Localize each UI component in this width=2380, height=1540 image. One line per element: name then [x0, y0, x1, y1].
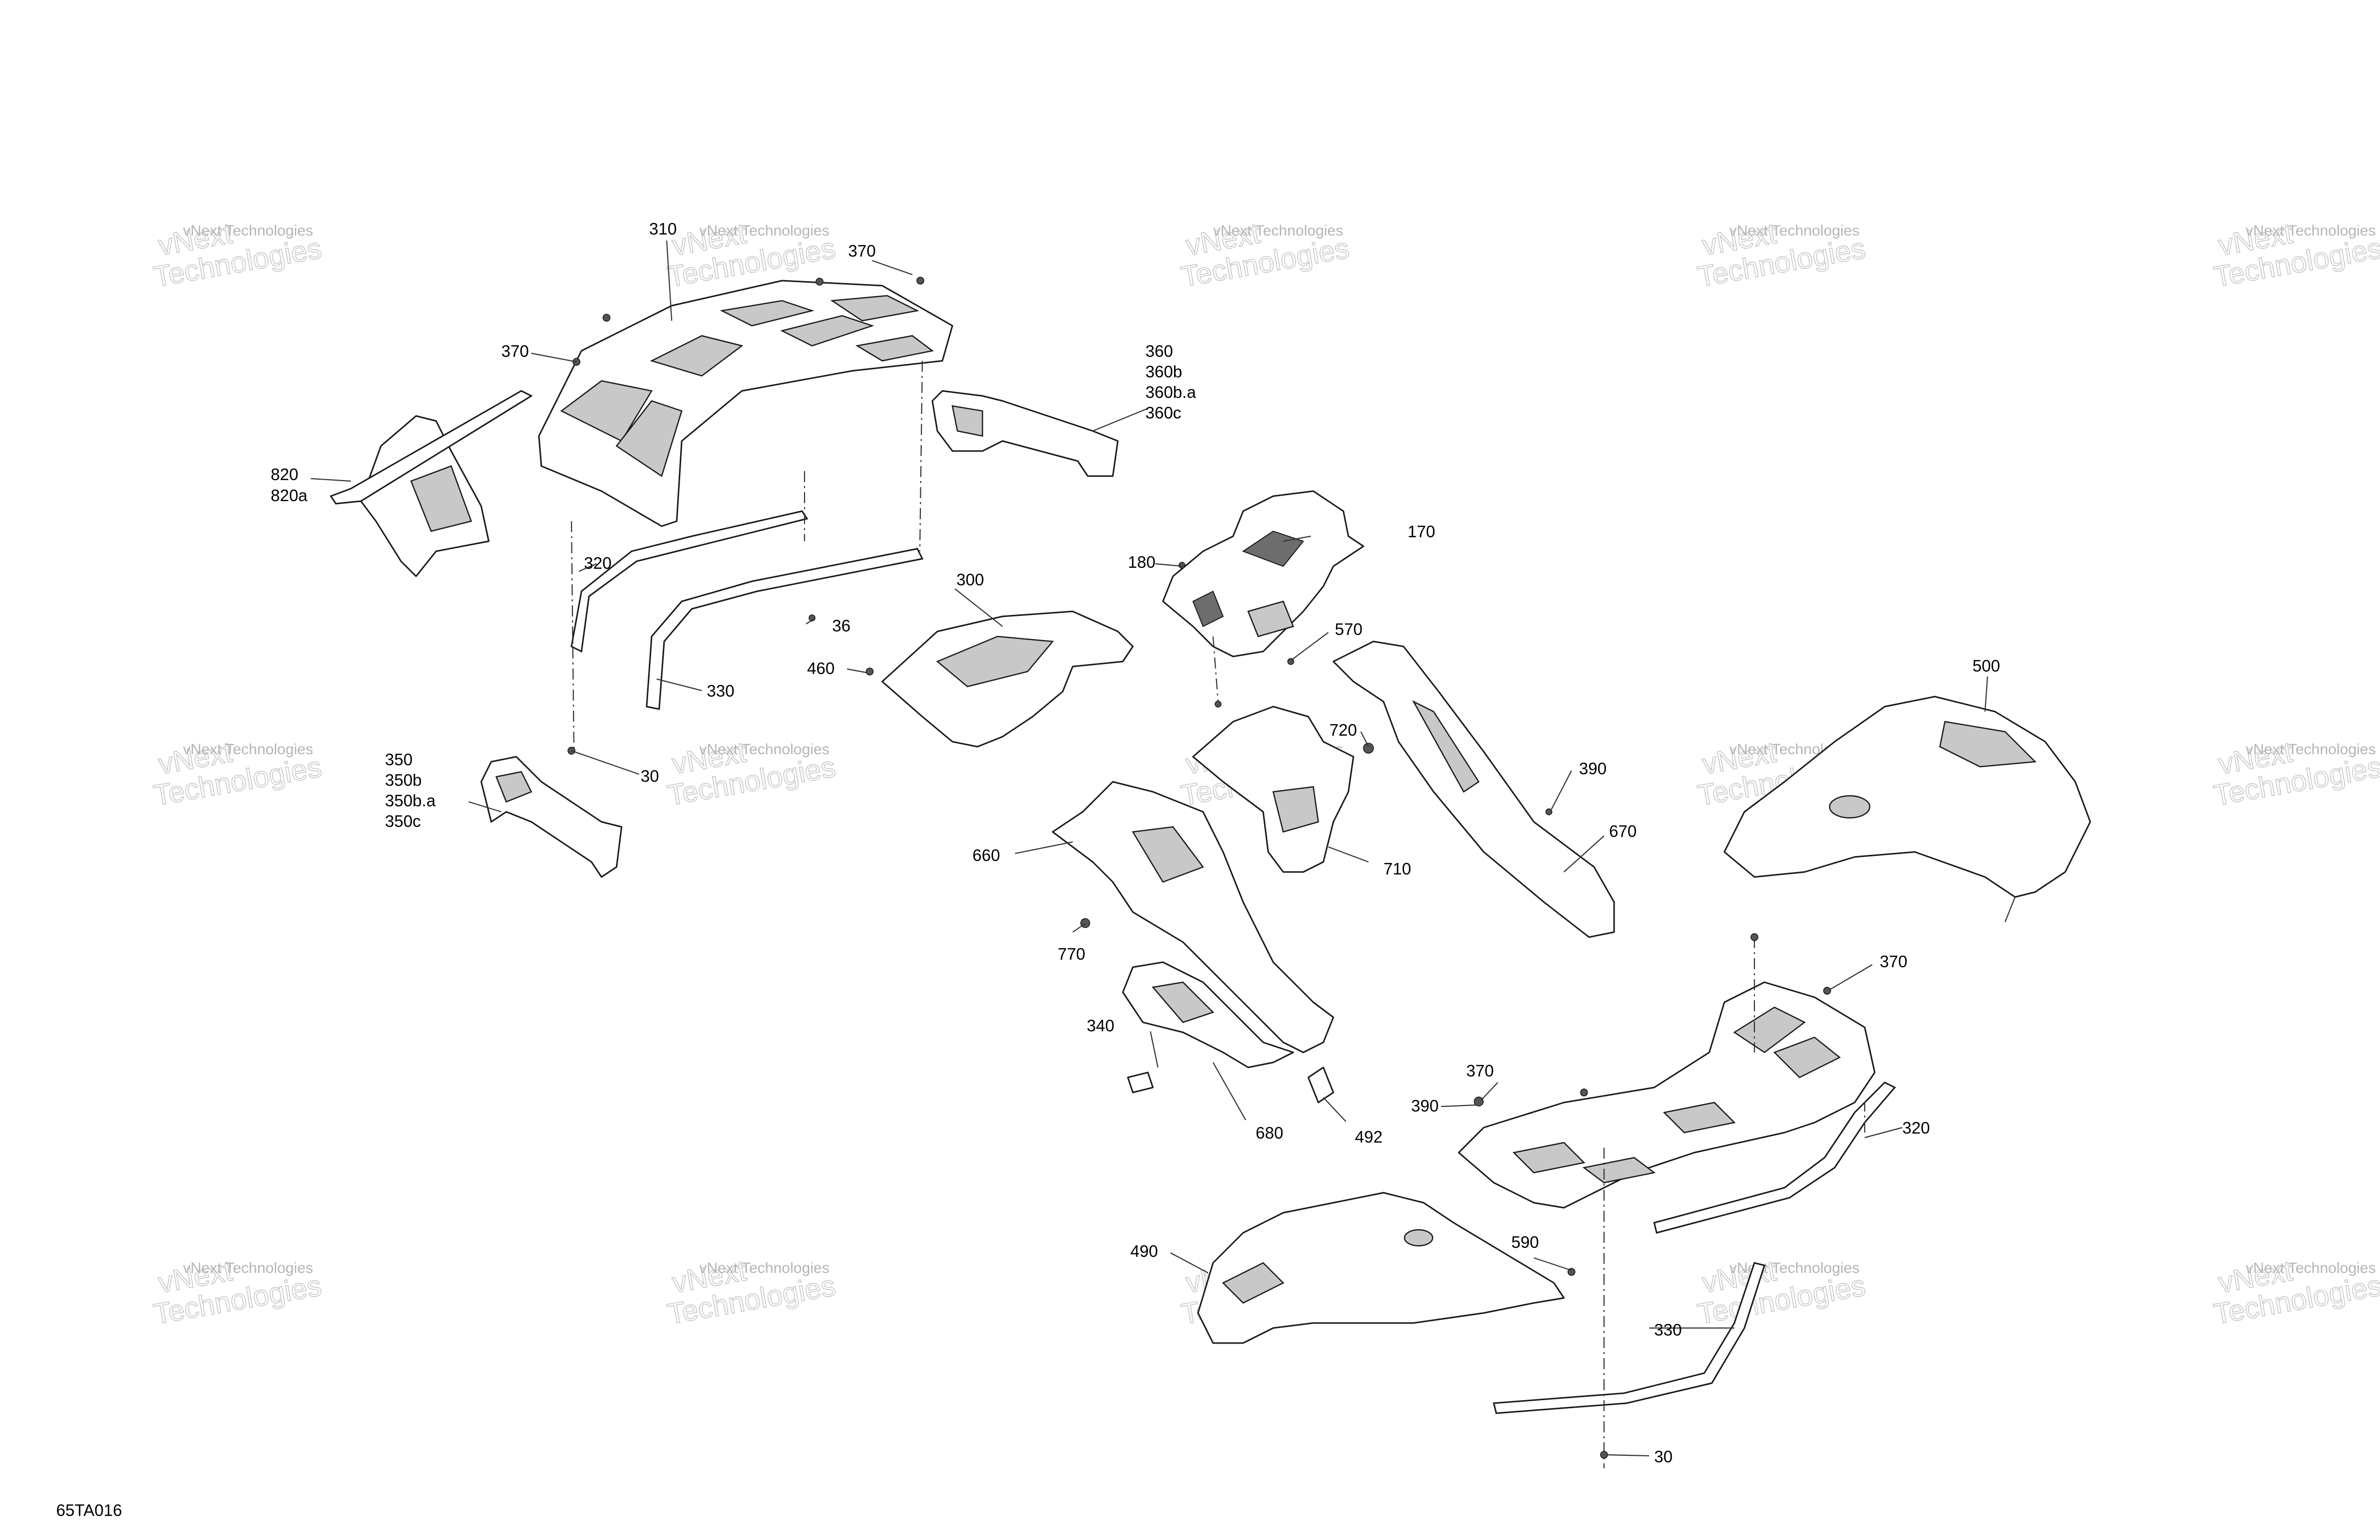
part-820-grab-handle	[329, 390, 533, 577]
callout-660: 660	[972, 846, 1000, 864]
watermark-7: vNext Technologies	[665, 735, 838, 812]
callout-300: 300	[956, 570, 984, 589]
watermark-small-5: vNext Technologies	[2246, 223, 2376, 239]
watermark-small-12: vNext Technologies	[699, 1260, 830, 1276]
part-710-center-piece	[1192, 706, 1354, 873]
watermark-small-2: vNext Technologies	[699, 223, 830, 239]
alignment-lines	[570, 360, 1866, 1468]
watermark-3: vNext Technologies	[1178, 216, 1352, 294]
callout-590: 590	[1511, 1233, 1539, 1251]
callout-360b: 360b	[1145, 362, 1182, 381]
callout-350c: 350c	[385, 812, 421, 830]
part-660-front-fender	[1052, 781, 1334, 1053]
watermark-12: vNext Technologies	[665, 1254, 838, 1331]
part-500-rear-fender	[1723, 696, 2091, 923]
callout-370: 370	[501, 342, 529, 360]
watermark-small-3: vNext Technologies	[1213, 223, 1343, 239]
part-300-side-panel	[881, 610, 1134, 748]
callout-350ba: 350b.a	[385, 791, 436, 810]
callout-670: 670	[1609, 822, 1637, 840]
watermark-15: vNext Technologies	[2211, 1254, 2380, 1331]
callout-320: 320	[1902, 1119, 1930, 1137]
watermark-small-11: vNext Technologies	[183, 1260, 313, 1276]
callout-360: 360	[1145, 342, 1173, 360]
part-350-bracket	[480, 756, 623, 878]
watermark-small-6: vNext Technologies	[183, 741, 313, 758]
callout-820: 820	[271, 465, 298, 484]
callout-30: 30	[641, 767, 659, 785]
callout-170: 170	[1408, 522, 1435, 541]
callout-36: 36	[832, 616, 851, 635]
callout-460: 460	[807, 659, 835, 678]
watermark-11: vNext Technologies	[151, 1254, 324, 1331]
watermark-small-7: vNext Technologies	[699, 741, 830, 758]
watermark-small-4: vNext Technologies	[1729, 223, 1860, 239]
callout-500: 500	[1972, 656, 2000, 675]
watermark-4: vNext Technologies	[1695, 216, 1868, 294]
watermark-6: vNext Technologies	[151, 735, 324, 812]
watermark-2: vNext Technologies	[665, 216, 838, 294]
watermark-small-10: vNext Technologies	[2246, 741, 2376, 758]
callout-350b: 350b	[385, 771, 422, 789]
callout-310: 310	[649, 219, 677, 238]
callout-30: 30	[1654, 1447, 1673, 1466]
callout-492: 492	[1355, 1128, 1382, 1146]
watermark-14: vNext Technologies	[1695, 1254, 1868, 1331]
callout-820a: 820a	[271, 486, 308, 505]
part-670-side-trim	[1332, 640, 1615, 938]
callout-370: 370	[848, 242, 876, 260]
callout-320: 320	[584, 554, 612, 572]
watermark-10: vNext Technologies	[2211, 735, 2380, 812]
callout-labels: 310 370 370 360 360b 360b.a 360c 820 820…	[271, 219, 2000, 1466]
callout-180: 180	[1128, 553, 1155, 571]
watermark-small-15: vNext Technologies	[2246, 1260, 2376, 1276]
callout-350: 350	[385, 750, 413, 769]
part-320-rail-front	[570, 510, 809, 653]
callout-770: 770	[1058, 945, 1085, 963]
callout-360ba: 360b.a	[1145, 383, 1197, 401]
leader-lines	[310, 240, 1989, 1457]
callout-490: 490	[1130, 1242, 1158, 1260]
part-360-bracket	[931, 390, 1119, 477]
callout-720: 720	[1329, 721, 1357, 739]
callout-680: 680	[1256, 1124, 1283, 1142]
part-330-rail-rear	[1493, 1262, 1765, 1414]
callout-370: 370	[1880, 952, 1907, 971]
callout-390: 390	[1579, 759, 1607, 778]
part-rear-rack	[1458, 981, 1876, 1209]
callout-710: 710	[1383, 859, 1411, 878]
watermark-1: vNext Technologies	[151, 216, 324, 294]
part-490-lower-fender	[1197, 1192, 1565, 1344]
callout-570: 570	[1335, 620, 1362, 638]
part-680-lower-panel	[1122, 961, 1294, 1068]
diagram-reference-code: 65TA016	[56, 1501, 122, 1519]
part-492-clip	[1307, 1066, 1334, 1104]
part-330-rail-front	[646, 548, 924, 710]
watermark-small-14: vNext Technologies	[1729, 1260, 1860, 1276]
part-340-bracket	[1127, 1071, 1154, 1093]
part-310-front-rack	[538, 280, 953, 527]
callout-330: 330	[707, 682, 734, 700]
part-170-console	[1162, 490, 1364, 657]
callout-370: 370	[1466, 1061, 1494, 1080]
watermark-5: vNext Technologies	[2211, 216, 2380, 294]
callout-360c: 360c	[1145, 403, 1181, 422]
part-320-rail-rear	[1653, 1081, 1896, 1234]
callout-340: 340	[1087, 1016, 1114, 1035]
callout-390: 390	[1411, 1096, 1439, 1115]
watermark-small-1: vNext Technologies	[183, 223, 313, 239]
callout-330: 330	[1654, 1321, 1682, 1339]
